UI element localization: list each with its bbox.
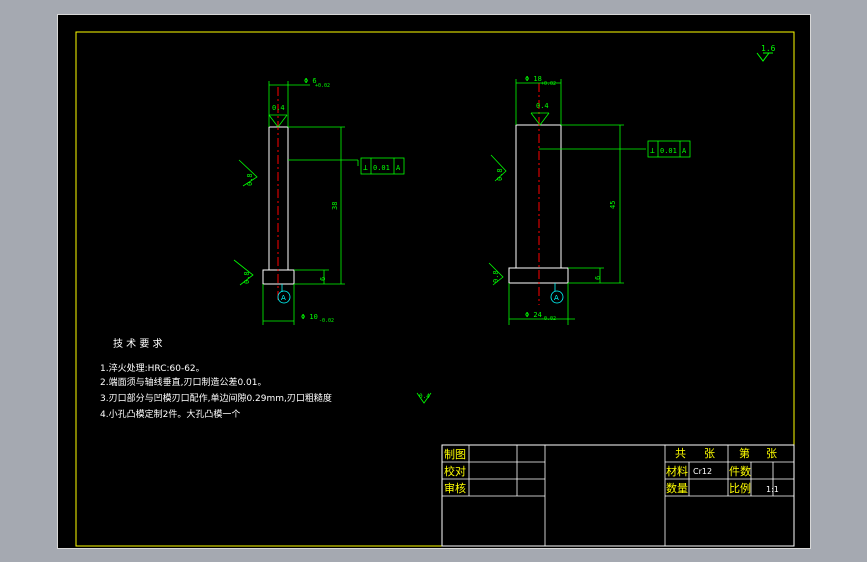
- svg-text:A: A: [682, 147, 687, 155]
- small-length: 38: [331, 202, 339, 210]
- small-roughness-top: 0.4: [272, 104, 285, 112]
- label-material: 材料: [666, 464, 688, 478]
- small-flange-h: 6: [319, 277, 327, 281]
- label-scale: 比例: [729, 481, 751, 495]
- general-roughness-value: 1.6: [761, 44, 776, 53]
- label-total: 共: [675, 447, 686, 460]
- large-datum: A: [554, 294, 559, 302]
- large-roughness-side: 0.8: [496, 168, 504, 181]
- small-dia-bottom-tol: -0.02: [319, 318, 334, 324]
- small-fcf: ⊥ 0.01 A: [360, 157, 405, 175]
- small-roughness-flange: 0.8: [243, 271, 251, 284]
- svg-text:⊥: ⊥: [363, 163, 368, 172]
- general-roughness-symbol: 1.6: [756, 44, 776, 62]
- large-roughness-flange: 0.8: [492, 270, 500, 283]
- small-dia-top: Φ 6: [304, 77, 317, 85]
- label-sheet-no: 第: [739, 446, 750, 460]
- large-length: 45: [609, 201, 617, 209]
- large-fcf: ⊥ 0.01 A: [647, 140, 691, 158]
- large-dia-bottom: Φ 24: [525, 311, 542, 319]
- material-value: Cr12: [693, 467, 712, 476]
- label-reviewed: 审核: [444, 481, 466, 495]
- small-dia-bottom: Φ 10: [301, 313, 318, 321]
- svg-text:0.01: 0.01: [660, 147, 677, 155]
- requirements-heading: 技 术 要 求: [113, 337, 163, 350]
- technical-requirements: 技 术 要 求 1.淬火处理:HRC:60-62。 2.端面须与轴线垂直,刃口制…: [100, 337, 432, 420]
- label-sheet-unit: 张: [766, 447, 777, 460]
- small-datum-marker: [277, 290, 291, 304]
- large-dia-top: Φ 18: [525, 75, 542, 83]
- large-roughness-top: 0.4: [536, 102, 549, 110]
- large-dia-bottom-tol: -0.02: [541, 316, 556, 322]
- svg-text:A: A: [396, 164, 401, 172]
- requirement-4: 4.小孔凸模定制2件。大孔凸模一个: [100, 408, 240, 420]
- large-datum-marker: [550, 290, 564, 304]
- large-punch-view: Φ 18 +0.02 0.4 0.8 0.8 ⊥: [488, 75, 691, 325]
- label-drawn: 制图: [444, 448, 466, 461]
- small-roughness-side: 0.8: [246, 173, 254, 186]
- large-dia-top-tol: +0.02: [541, 81, 556, 87]
- requirement-1: 1.淬火处理:HRC:60-62。: [100, 362, 205, 374]
- label-checked: 校对: [444, 464, 466, 478]
- requirement-3-roughness-symbol: 0.4: [416, 392, 432, 404]
- inner-frame: [75, 31, 795, 547]
- svg-text:0.4: 0.4: [419, 393, 430, 400]
- label-sheets: 张: [704, 447, 715, 460]
- small-datum: A: [281, 294, 286, 302]
- large-flange-h: 6: [594, 276, 602, 280]
- label-qty: 数量: [666, 482, 688, 495]
- label-parts: 件数: [729, 465, 751, 478]
- drawing-canvas: 1.6 Φ 6 +0.02 0.4 0.8: [75, 31, 795, 547]
- svg-text:0.01: 0.01: [373, 164, 390, 172]
- small-dia-top-tol: +0.02: [315, 83, 330, 89]
- drawing-sheet: 1.6 Φ 6 +0.02 0.4 0.8: [57, 14, 811, 549]
- requirement-2: 2.端面须与轴线垂直,刃口制造公差0.01。: [100, 376, 267, 388]
- requirement-3: 3.刃口部分与凹模刃口配作,单边间隙0.29mm,刃口粗糙度: [100, 392, 332, 404]
- title-block: 制图 校对 审核 共 张 第 张 材料 Cr12 件数 数量 比例 1:1: [441, 444, 795, 547]
- scale-value: 1:1: [766, 485, 779, 494]
- svg-text:⊥: ⊥: [650, 146, 655, 155]
- small-punch-view: Φ 6 +0.02 0.4 0.8 0.8 ⊥: [233, 77, 405, 325]
